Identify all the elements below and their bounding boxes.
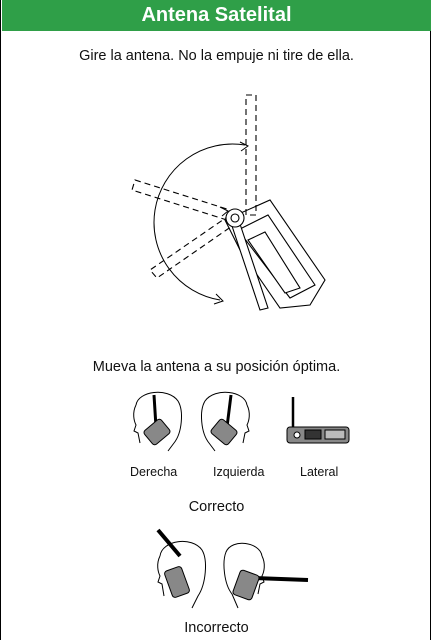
page-title: Antena Satelital (2, 0, 431, 31)
head-incorrect-antenna-up-icon (156, 528, 206, 609)
label-side: Lateral (300, 465, 339, 479)
antenna-rotation-illustration (131, 94, 326, 311)
correct-label: Correcto (188, 499, 245, 515)
incorrect-label: Incorrecto (184, 620, 249, 636)
label-right: Derecha (130, 465, 178, 479)
phone-lateral-icon (286, 397, 350, 444)
rotate-instruction: Gire la antena. No la empuje ni tire de … (79, 48, 354, 64)
head-left-icon (201, 391, 250, 452)
label-left: Izquierda (213, 465, 265, 479)
head-incorrect-antenna-forward-icon (223, 542, 309, 609)
position-instruction: Mueva la antena a su posición óptima. (92, 359, 341, 375)
head-right-icon (133, 391, 182, 452)
